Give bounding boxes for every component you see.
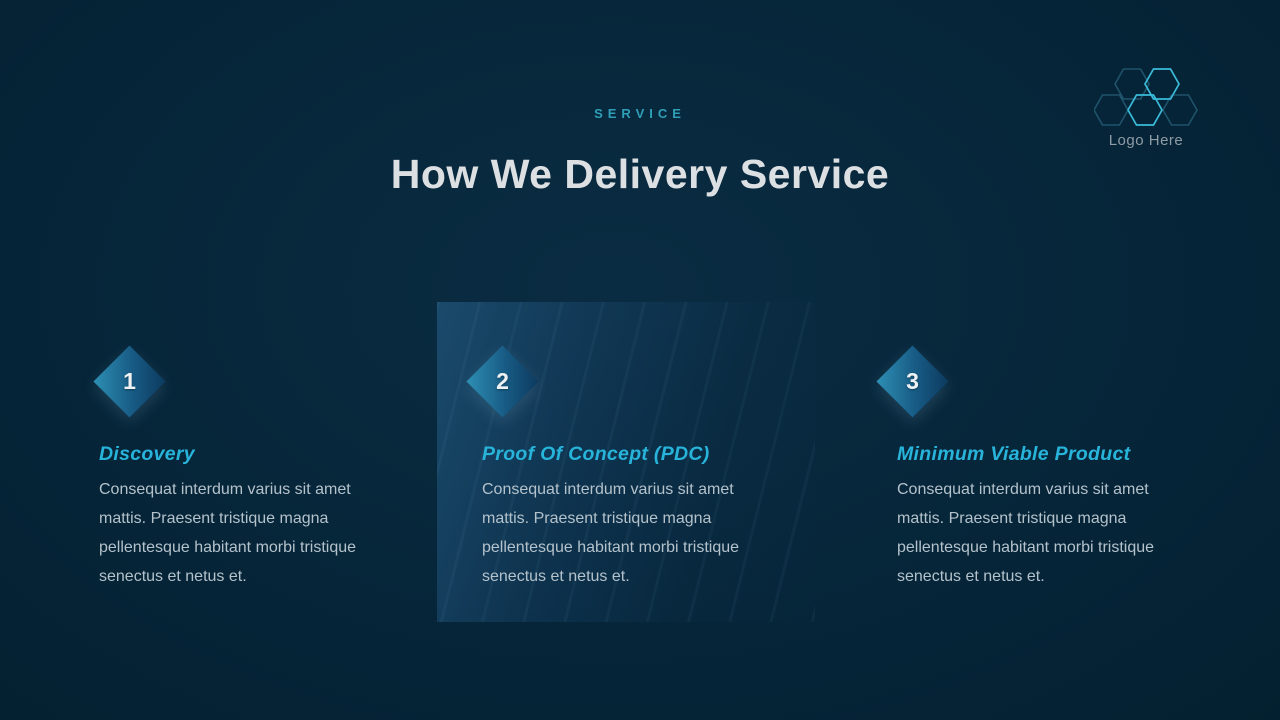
step-discovery: 1 Discovery Consequat interdum varius si… bbox=[93, 345, 391, 591]
step-1-number: 1 bbox=[123, 368, 136, 394]
step-proof-of-concept: 2 Proof Of Concept (PDC) Consequat inter… bbox=[466, 345, 774, 591]
step-3-diamond: 3 bbox=[876, 345, 949, 418]
step-minimum-viable-product: 3 Minimum Viable Product Consequat inter… bbox=[876, 345, 1189, 591]
eyebrow-label: SERVICE bbox=[594, 106, 686, 121]
step-3-body: Consequat interdum varius sit amet matti… bbox=[897, 481, 1155, 585]
logo-label: Logo Here bbox=[1108, 132, 1184, 149]
logo: Logo Here bbox=[1094, 62, 1198, 149]
step-2-diamond: 2 bbox=[466, 345, 539, 418]
hexagon-cluster-icon bbox=[1094, 68, 1198, 126]
step-3-heading: Minimum Viable Product bbox=[897, 443, 1131, 465]
step-3-number: 3 bbox=[906, 368, 919, 394]
step-1-body: Consequat interdum varius sit amet matti… bbox=[99, 481, 357, 585]
step-2-heading: Proof Of Concept (PDC) bbox=[482, 443, 710, 465]
step-2-body: Consequat interdum varius sit amet matti… bbox=[482, 481, 740, 585]
step-2-number: 2 bbox=[496, 368, 509, 394]
step-1-diamond: 1 bbox=[93, 345, 166, 418]
page-title: How We Delivery Service bbox=[390, 151, 890, 197]
step-1-heading: Discovery bbox=[99, 443, 195, 465]
